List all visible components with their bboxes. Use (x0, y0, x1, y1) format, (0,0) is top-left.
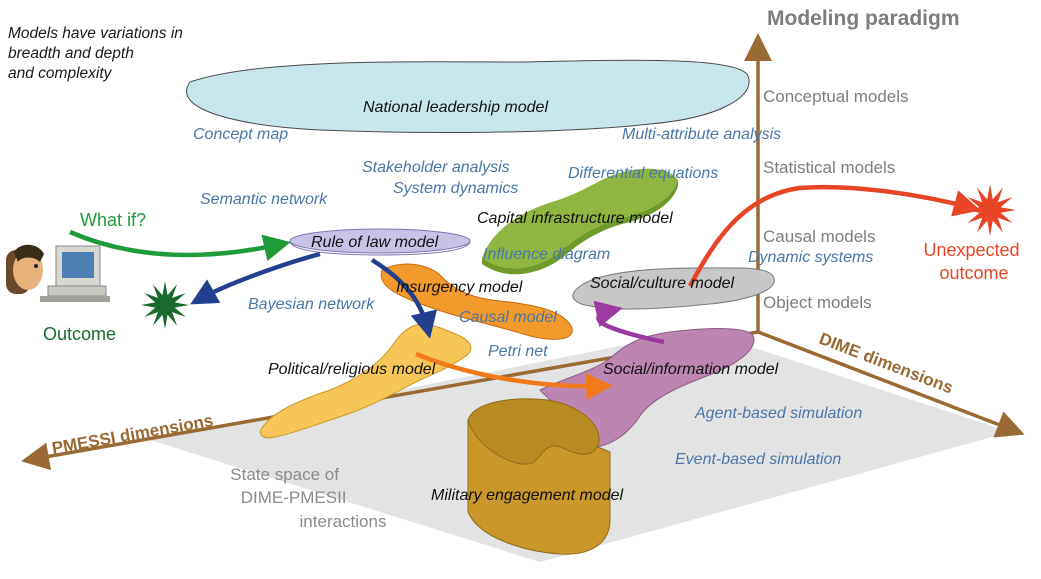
technique-differential: Differential equations (568, 165, 718, 182)
outcome-label: Outcome (43, 324, 116, 344)
paradigm-level-object: Object models (763, 293, 872, 312)
technique-causal-model: Causal model (459, 309, 557, 326)
technique-influence-diagram: Influence diagram (483, 246, 610, 263)
paradigm-level-statistical: Statistical models (763, 158, 895, 177)
variation-note-line: Models have variations in (8, 25, 183, 42)
technique-semantic-network: Semantic network (200, 191, 328, 208)
model-label-insurgency: Insurgency model (396, 279, 523, 296)
technique-multi-attribute: Multi-attribute analysis (622, 126, 781, 143)
national-leadership-shape (186, 59, 750, 133)
what-if-arrow (69, 229, 291, 262)
technique-concept-map: Concept map (193, 126, 288, 143)
social-culture-shape (572, 267, 775, 310)
diagram-title: Modeling paradigm (767, 7, 960, 30)
insurgency-shape (380, 263, 573, 340)
outcome-arrow (190, 251, 321, 305)
what-if-label: What if? (80, 210, 146, 230)
variation-note-line: breadth and depth (8, 45, 134, 62)
model-label-capital-infrastructure: Capital infrastructure model (477, 210, 673, 227)
model-label-military-engagement: Military engagement model (431, 487, 624, 504)
person-computer-icon (6, 244, 110, 302)
unexpected-outcome-line: outcome (939, 263, 1008, 283)
unexpected-outcome-starburst-icon (964, 184, 1016, 236)
model-label-rule-of-law: Rule of law model (311, 234, 439, 251)
paradigm-level-causal: Causal models (763, 227, 875, 246)
paradigm-level-conceptual: Conceptual models (763, 87, 909, 106)
technique-bayesian-network: Bayesian network (248, 296, 375, 313)
outcome-starburst-icon (141, 281, 189, 329)
rule-to-political-arrow (370, 258, 438, 339)
unexpected-outcome-line: Unexpected (923, 240, 1019, 260)
variation-note-line: and complexity (8, 65, 113, 82)
state-space-line: State space of (230, 465, 339, 484)
technique-petri-net: Petri net (488, 343, 548, 360)
model-label-political-religious: Political/religious model (268, 361, 436, 378)
technique-agent-based: Agent-based simulation (694, 405, 862, 422)
military-engagement-top (467, 398, 600, 465)
technique-stakeholder: Stakeholder analysis (362, 159, 510, 176)
state-space-line: interactions (300, 512, 387, 531)
unexpected-outcome-arrow (688, 184, 981, 288)
technique-system-dynamics: System dynamics (393, 180, 518, 197)
model-label-social-culture: Social/culture model (590, 275, 735, 292)
technique-event-based: Event-based simulation (675, 451, 841, 468)
state-space-label: State space of DIME-PMESII interactions (230, 465, 386, 531)
model-label-social-information: Social/information model (603, 361, 779, 378)
technique-dynamic-systems: Dynamic systems (748, 249, 873, 266)
unexpected-outcome-label: Unexpected outcome (923, 240, 1024, 283)
rule-of-law-rim (289, 240, 471, 256)
variation-note: Models have variations in breadth and de… (8, 25, 187, 82)
state-space-line: DIME-PMESII (241, 488, 347, 507)
social-information-to-culture-arrow (593, 300, 665, 345)
capital-infrastructure-shape (482, 168, 678, 269)
political-to-social-information-arrow (415, 351, 613, 401)
dime-axis (757, 330, 1025, 438)
model-label-national-leadership: National leadership model (363, 99, 548, 116)
